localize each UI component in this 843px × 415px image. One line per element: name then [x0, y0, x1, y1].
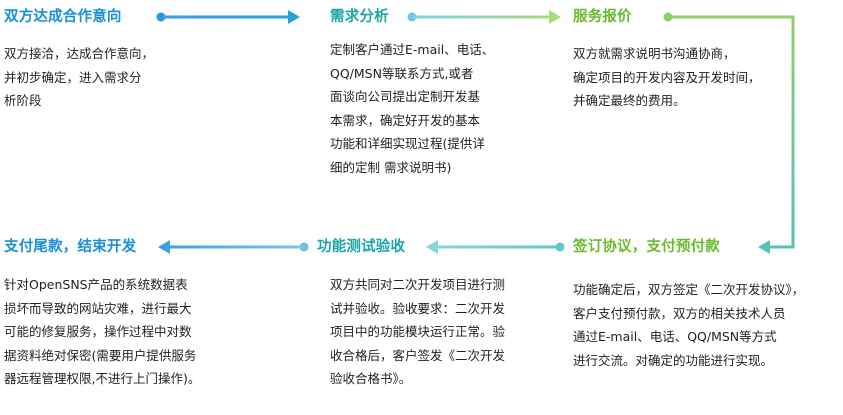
step-description-2: 定制客户通过E-mail、电话、 QQ/MSN等联系方式,或者 面谈向公司提出定…	[330, 38, 494, 179]
description-line: 本需求，确定好开发的基本	[330, 112, 481, 128]
description-line: 试并验收。验收要求：二次开发	[330, 300, 506, 316]
step-title-4: 签订协议，支付预付款	[573, 239, 720, 255]
step-title-3: 服务报价	[573, 9, 632, 25]
description-line: 双方共同对二次开发项目进行测	[330, 277, 506, 292]
description-line: 通过E-mail、电话、QQ/MSN等方式	[573, 329, 777, 344]
description-line: 双方就需求说明书沟通协商，	[573, 46, 736, 61]
connector-dot	[407, 12, 417, 22]
connector-line	[162, 15, 290, 19]
step-title-6: 支付尾款，结束开发	[4, 239, 137, 255]
connector-line	[791, 15, 795, 249]
connector-dot	[663, 12, 673, 22]
description-line: 进行交流。对确定的功能进行实现。	[573, 352, 774, 368]
connector-line	[768, 245, 795, 249]
step-description-4: 功能确定后，双方签定《二次开发协议》， 客户支付预付款，双方的相关技术人员 通过…	[573, 278, 804, 372]
description-line: 客户支付预付款，双方的相关技术人员	[573, 305, 786, 321]
description-line: 可能的修复服务，操作过程中对数	[4, 324, 192, 339]
description-line: 确定项目的开发内容及开发时间，	[573, 69, 761, 85]
description-line: 验收合格书》。	[330, 371, 412, 386]
description-line: 据资料绝对保密(需要用户提供服务	[4, 347, 197, 363]
description-line: 双方接洽，达成合作意向，	[4, 46, 155, 61]
step-title-2: 需求分析	[330, 9, 389, 25]
arrow-step1-to-step2	[156, 10, 300, 24]
description-line: 细的定制 需求说明书)	[330, 159, 452, 175]
step-description-6: 针对OpenSNS产品的系统数据表 损坏而导致的网站灾难，进行最大 可能的修复服…	[4, 273, 200, 391]
description-line: 并初步确定，进入需求分	[4, 69, 142, 85]
step-title-5: 功能测试验收	[317, 239, 406, 255]
arrow-step4-to-step5	[426, 240, 565, 254]
arrowhead-left-icon	[158, 240, 170, 254]
connector-line	[669, 15, 794, 19]
arrow-step2-to-step3	[407, 10, 561, 24]
description-line: 并确定最终的费用。	[573, 93, 686, 108]
description-line: 析阶段	[4, 93, 42, 108]
arrowhead-right-icon	[549, 10, 561, 24]
description-line: 收合格后，客户签发《二次开发	[330, 347, 506, 363]
step-description-5: 双方共同对二次开发项目进行测 试并验收。验收要求：二次开发 项目中的功能模块运行…	[330, 273, 505, 391]
description-line: 项目中的功能模块运行正常。验	[330, 324, 506, 339]
step-description-1: 双方接洽，达成合作意向， 并初步确定，进入需求分 析阶段	[4, 42, 154, 113]
description-line: 器远程管理权限,不进行上门操作)。	[4, 371, 201, 386]
arrow-step5-to-step6	[158, 240, 309, 254]
arrow-step3-to-step4	[663, 12, 795, 254]
description-line: 定制客户通过E-mail、电话、	[330, 42, 495, 57]
arrowhead-left-icon	[426, 240, 438, 254]
connector-line	[168, 245, 304, 249]
description-line: 功能确定后，双方签定《二次开发协议》，	[573, 282, 805, 297]
connector-dot	[156, 12, 166, 22]
step-description-3: 双方就需求说明书沟通协商， 确定项目的开发内容及开发时间， 并确定最终的费用。	[573, 42, 761, 113]
description-line: 面谈向公司提出定制开发基	[330, 89, 481, 104]
step-title-1: 双方达成合作意向	[4, 9, 122, 25]
description-line: 针对OpenSNS产品的系统数据表	[4, 277, 188, 292]
description-line: QQ/MSN等联系方式,或者	[330, 65, 474, 81]
description-line: 损坏而导致的网站灾难，进行最大	[4, 300, 192, 316]
connector-line	[413, 15, 551, 19]
arrowhead-right-icon	[288, 10, 300, 24]
description-line: 功能和详细实现过程(提供详	[330, 136, 485, 151]
arrowhead-left-icon	[758, 240, 770, 254]
connector-line	[436, 245, 560, 249]
